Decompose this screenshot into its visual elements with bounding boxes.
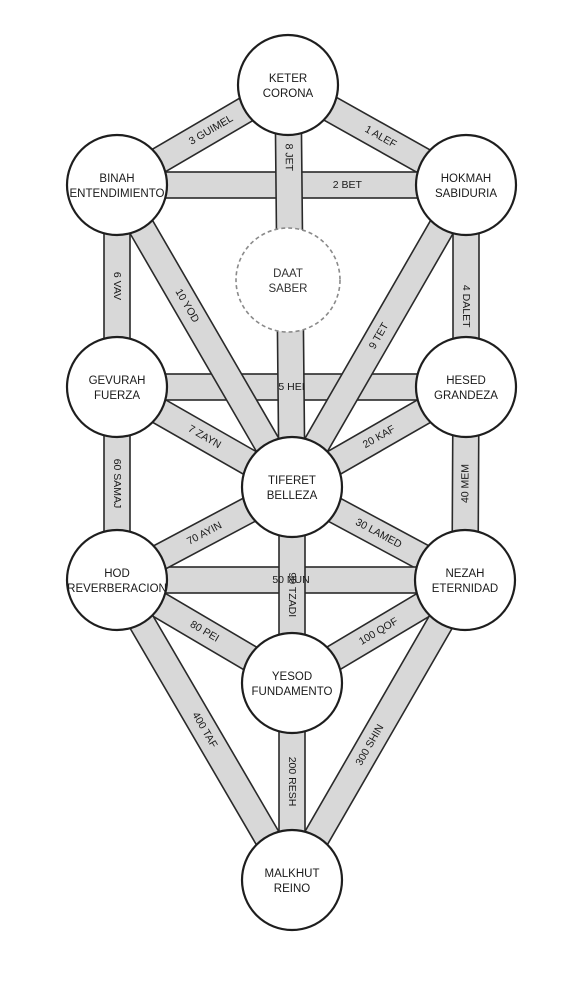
sefira-meaning-gevurah: FUERZA <box>94 390 140 402</box>
sefira-yesod: YESOD FUNDAMENTO <box>240 631 344 735</box>
sefira-meaning-keter: CORONA <box>263 88 314 100</box>
sefira-circle-gevurah <box>65 335 169 439</box>
sefirot-layer: KETER CORONA HOKMAH SABIDURIA BINAH ENTENDIMI… <box>65 33 518 932</box>
path-label-nun: 50 NUN <box>272 574 309 586</box>
sefira-name-gevurah: GEVURAH <box>89 375 146 387</box>
sefira-name-yesod: YESOD <box>272 671 312 683</box>
sefira-name-hod: HOD <box>104 568 130 580</box>
sefira-name-binah: BINAH <box>99 173 134 185</box>
sefira-meaning-yesod: FUNDAMENTO <box>252 686 333 698</box>
sefira-malkhut: MALKHUT REINO <box>240 828 344 932</box>
path-label-hei: 5 HEI <box>278 381 304 393</box>
sefira-circle-tiferet <box>240 435 344 539</box>
sefira-hesed: HESED GRANDEZA <box>414 335 518 439</box>
sefira-circle-malkhut <box>240 828 344 932</box>
sefira-meaning-hod: REVERBERACION <box>67 583 167 595</box>
path-label-jet: 8 JET <box>283 144 295 172</box>
path-label-mem: 40 MEM <box>459 464 471 503</box>
sefira-daat: DAAT SABER <box>235 227 341 333</box>
sefira-circle-hokmah <box>414 133 518 237</box>
sefira-name-keter: KETER <box>269 73 307 85</box>
sefira-keter: KETER CORONA <box>236 33 340 137</box>
path-label-samaj: 60 SAMAJ <box>111 459 123 509</box>
sefira-binah: BINAH ENTENDIMIENTO <box>65 133 169 237</box>
sefira-name-malkhut: MALKHUT <box>265 868 320 880</box>
sefira-meaning-nezah: ETERNIDAD <box>432 583 498 595</box>
path-label-bet: 2 BET <box>333 179 363 191</box>
sefira-name-hokmah: HOKMAH <box>441 173 491 185</box>
sefira-meaning-hokmah: SABIDURIA <box>435 188 497 200</box>
sefira-circle-daat <box>235 227 341 333</box>
sefira-tiferet: TIFERET BELLEZA <box>240 435 344 539</box>
path-label-dalet: 4 DALET <box>460 285 472 328</box>
sefira-meaning-malkhut: REINO <box>274 883 310 895</box>
sefira-meaning-tiferet: BELLEZA <box>267 490 318 502</box>
sefira-hokmah: HOKMAH SABIDURIA <box>414 133 518 237</box>
path-label-tzadi: 90 TZADI <box>286 572 298 617</box>
path-label-resh: 200 RESH <box>286 757 298 807</box>
sefira-meaning-hesed: GRANDEZA <box>434 390 498 402</box>
sefira-circle-hesed <box>414 335 518 439</box>
sefira-hod: HOD REVERBERACION <box>65 528 169 632</box>
sefira-circle-binah <box>65 133 169 237</box>
sefira-circle-keter <box>236 33 340 137</box>
sefira-name-hesed: HESED <box>446 375 486 387</box>
sefira-meaning-daat: SABER <box>269 283 308 295</box>
sefira-circle-hod <box>65 528 169 632</box>
sefira-circle-yesod <box>240 631 344 735</box>
sefira-name-nezah: NEZAH <box>446 568 485 580</box>
sefira-gevurah: GEVURAH FUERZA <box>65 335 169 439</box>
sefira-name-tiferet: TIFERET <box>268 475 316 487</box>
sefira-nezah: NEZAH ETERNIDAD <box>413 528 517 632</box>
sefira-circle-nezah <box>413 528 517 632</box>
sefira-meaning-binah: ENTENDIMIENTO <box>70 188 165 200</box>
path-label-vav: 6 VAV <box>111 272 123 300</box>
sefira-name-daat: DAAT <box>273 268 303 280</box>
